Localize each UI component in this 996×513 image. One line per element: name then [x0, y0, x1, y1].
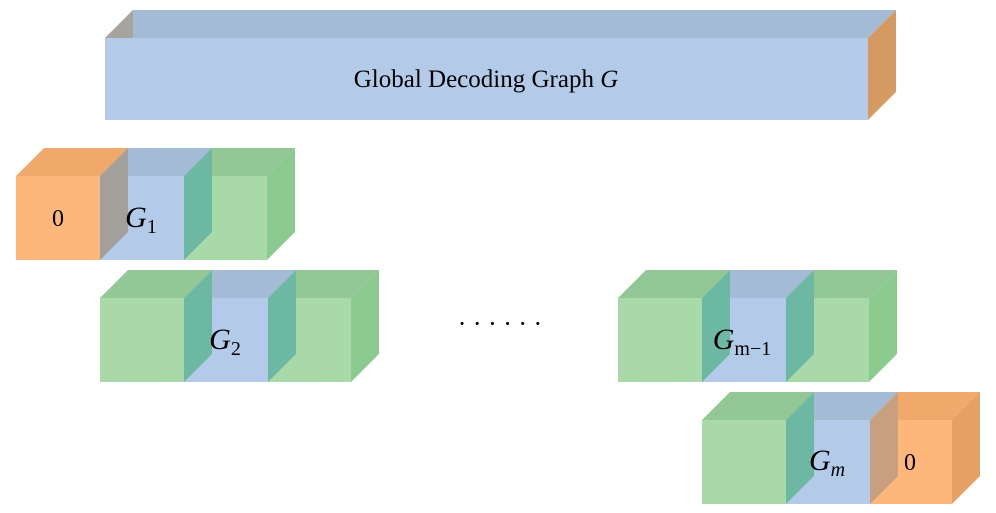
global-graph-front-face [105, 38, 868, 120]
ellipsis: · · · · · · [458, 309, 542, 338]
block4-overlap-right [870, 392, 898, 504]
block1-graph-subscript: 1 [147, 216, 157, 238]
block1-zero-label: 0 [52, 206, 64, 232]
block3-overlap-left [702, 270, 730, 382]
block1-zero-cell [16, 176, 100, 260]
block3-green-left-cell [618, 298, 702, 382]
subgraph-block-1: 0 G1 [16, 148, 295, 260]
block3-green-top-left [618, 270, 730, 298]
block4-zero-label: 0 [904, 450, 916, 476]
global-decoding-graph-block: Global Decoding Graph G [105, 10, 896, 120]
block4-graph-label: Gm [809, 444, 845, 481]
block3-graph-subscript: m−1 [734, 338, 771, 360]
block4-right-face [952, 392, 980, 504]
block4-graph-subscript: m [831, 459, 845, 481]
block3-right-face [869, 270, 897, 382]
block2-graph-label: G2 [209, 323, 241, 360]
global-graph-right-face [868, 10, 896, 120]
block4-graph-symbol: G [809, 444, 831, 477]
block1-orange-top [16, 148, 128, 176]
block4-green-cell [702, 420, 786, 504]
block1-overlap-right [184, 148, 212, 260]
global-graph-symbol: G [600, 66, 618, 93]
block2-right-face [351, 270, 379, 382]
block2-green-left-cell [100, 298, 184, 382]
block2-graph-subscript: 2 [231, 338, 241, 360]
block4-green-top [702, 392, 814, 420]
block1-graph-label: G1 [125, 201, 157, 238]
block1-graph-symbol: G [125, 201, 147, 234]
block2-green-top-left [100, 270, 212, 298]
block3-graph-label: Gm−1 [713, 323, 772, 360]
block2-overlap-left [184, 270, 212, 382]
subgraph-block-4: Gm 0 [702, 392, 980, 504]
global-graph-label-text: Global Decoding Graph [354, 66, 600, 93]
block2-overlap-right [268, 270, 296, 382]
subgraph-block-3: Gm−1 [618, 270, 897, 382]
block3-graph-symbol: G [713, 323, 735, 356]
global-graph-label: Global Decoding Graph G [354, 66, 619, 93]
global-graph-top-face [105, 10, 896, 38]
block4-overlap-left [786, 392, 814, 504]
block1-overlap-left [100, 148, 128, 260]
block2-graph-symbol: G [209, 323, 231, 356]
block1-right-face [267, 148, 295, 260]
block3-overlap-right [786, 270, 814, 382]
subgraph-block-2: G2 [100, 270, 379, 382]
